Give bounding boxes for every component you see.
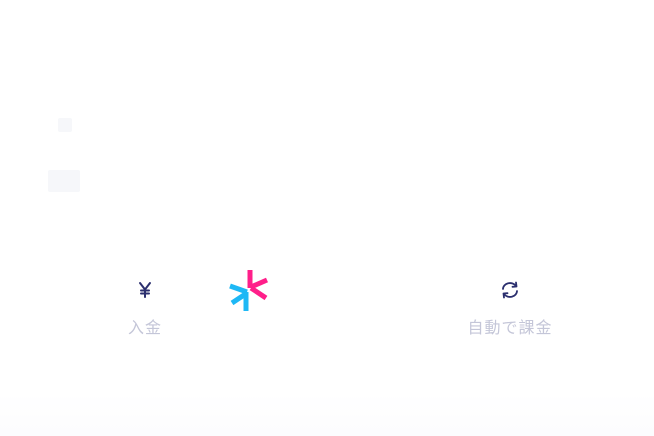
yen-icon (133, 278, 157, 302)
faded-icon (48, 170, 80, 192)
bottom-area (0, 392, 654, 436)
loading-spinner-icon (226, 266, 272, 314)
deposit-label: 入金 (127, 318, 162, 337)
deposit-button[interactable]: 入金 (112, 278, 178, 338)
faded-icon (58, 118, 72, 132)
refresh-icon (498, 278, 522, 302)
auto-charge-button[interactable]: 自動で課金 (455, 278, 565, 338)
auto-charge-label: 自動で課金 (467, 318, 553, 337)
